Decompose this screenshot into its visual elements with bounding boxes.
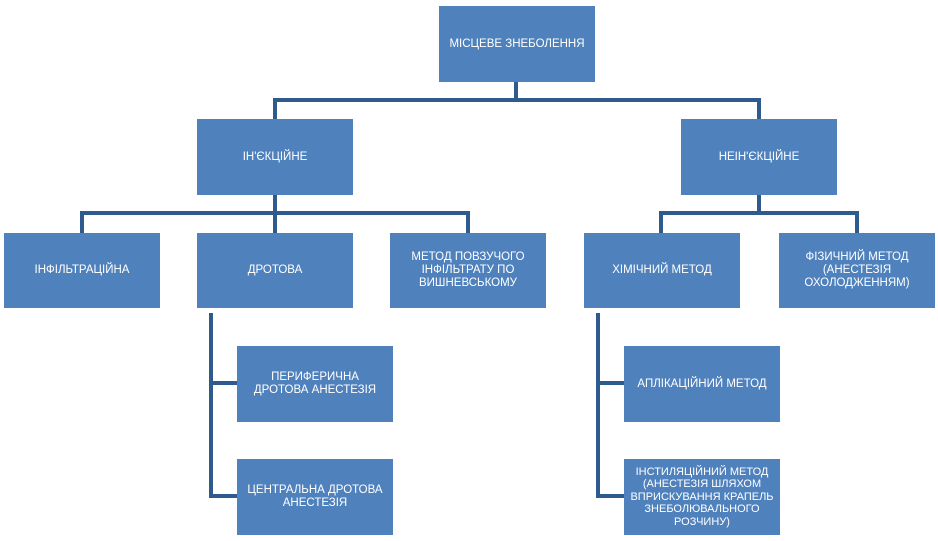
- node-label: ЦЕНТРАЛЬНА ДРОТОВА АНЕСТЕЗІЯ: [247, 484, 383, 509]
- node-application-method: АПЛІКАЦІЙНИЙ МЕТОД: [624, 346, 780, 422]
- node-infiltration: ІНФІЛЬТРАЦІЙНА: [4, 233, 160, 308]
- connector-noninjection: [659, 195, 859, 233]
- node-label: МЕТОД ПОВЗУЧОГО ІНФІЛЬТРАТУ ПО ВИШНЕВСЬК…: [411, 251, 525, 289]
- node-central-conduction: ЦЕНТРАЛЬНА ДРОТОВА АНЕСТЕЗІЯ: [237, 459, 393, 535]
- node-label: ПЕРИФЕРИЧНА ДРОТОВА АНЕСТЕЗІЯ: [253, 371, 377, 396]
- connector-chemical: [596, 313, 624, 498]
- node-label: АПЛІКАЦІЙНИЙ МЕТОД: [637, 377, 767, 390]
- node-label: ХІМІЧНИЙ МЕТОД: [612, 264, 712, 276]
- node-label: НЕІН'ЄКЦІЙНЕ: [718, 150, 800, 163]
- node-injection: ІН'ЄКЦІЙНЕ: [197, 119, 353, 195]
- node-local-anesthesia: МІСЦЕВЕ ЗНЕБОЛЕННЯ: [439, 6, 595, 82]
- node-physical-method: ФІЗИЧНИЙ МЕТОД (АНЕСТЕЗІЯ ОХОЛОДЖЕННЯМ): [779, 233, 935, 308]
- node-chemical-method: ХІМІЧНИЙ МЕТОД: [584, 233, 740, 308]
- node-noninjection: НЕІН'ЄКЦІЙНЕ: [681, 119, 837, 195]
- node-label: ДРОТОВА: [247, 264, 303, 276]
- node-label: ІНСТИЛЯЦІЙНИЙ МЕТОД (АНЕСТЕЗІЯ ШЛЯХОМ ВП…: [630, 465, 774, 528]
- connector-conduction: [209, 313, 237, 498]
- node-label: ФІЗИЧНИЙ МЕТОД (АНЕСТЕЗІЯ ОХОЛОДЖЕННЯМ): [804, 251, 910, 289]
- node-vishnevsky-method: МЕТОД ПОВЗУЧОГО ІНФІЛЬТРАТУ ПО ВИШНЕВСЬК…: [390, 233, 546, 308]
- node-label: МІСЦЕВЕ ЗНЕБОЛЕННЯ: [449, 37, 585, 50]
- node-instillation-method: ІНСТИЛЯЦІЙНИЙ МЕТОД (АНЕСТЕЗІЯ ШЛЯХОМ ВП…: [624, 459, 780, 535]
- node-conduction: ДРОТОВА: [197, 233, 353, 308]
- connector-root: [273, 82, 761, 119]
- node-label: ІНФІЛЬТРАЦІЙНА: [34, 264, 130, 276]
- connector-injection: [80, 195, 470, 233]
- node-label: ІН'ЄКЦІЙНЕ: [242, 150, 308, 163]
- node-peripheral-conduction: ПЕРИФЕРИЧНА ДРОТОВА АНЕСТЕЗІЯ: [237, 346, 393, 422]
